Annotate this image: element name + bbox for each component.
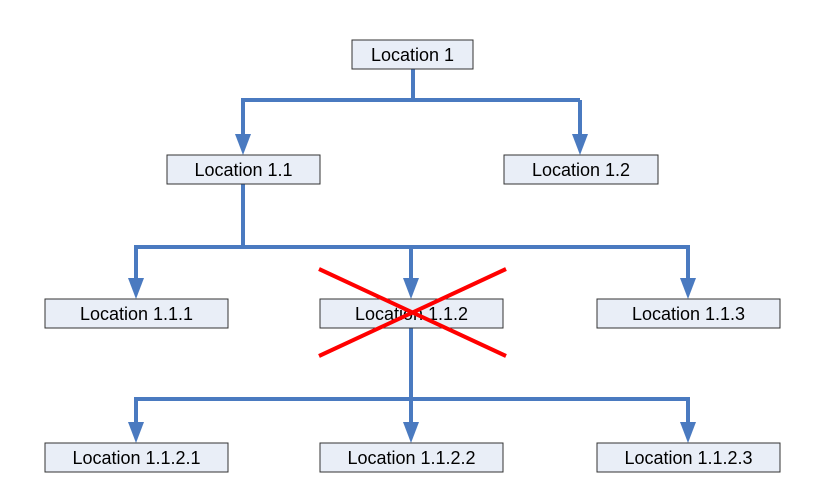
node-box xyxy=(596,442,781,473)
connectors-n112 xyxy=(128,328,696,443)
node-box xyxy=(596,298,781,329)
node-location-1-1-2-2[interactable]: Location 1.1.2.2 xyxy=(319,442,504,473)
node-box xyxy=(319,442,504,473)
node-location-1-1[interactable]: Location 1.1 xyxy=(166,154,321,185)
node-label: Location 1.1.2.1 xyxy=(72,448,200,468)
node-location-1-1-2-1[interactable]: Location 1.1.2.1 xyxy=(44,442,229,473)
arrowhead-n112 xyxy=(403,278,419,299)
node-box xyxy=(44,298,229,329)
cross-line-up xyxy=(318,267,507,358)
node-label: Location 1.1.3 xyxy=(632,304,745,324)
node-box xyxy=(503,154,659,185)
node-root[interactable]: Location 1 xyxy=(351,39,474,70)
node-location-1-1-2-3[interactable]: Location 1.1.2.3 xyxy=(596,442,781,473)
node-location-1-1-1[interactable]: Location 1.1.1 xyxy=(44,298,229,329)
arrowhead-n111 xyxy=(128,278,144,299)
arrowhead-n1122 xyxy=(403,422,419,443)
node-label: Location 1.1.1 xyxy=(80,304,193,324)
arrowhead-n113 xyxy=(680,278,696,299)
node-label: Location 1.1.2.2 xyxy=(347,448,475,468)
arrowhead-n1123 xyxy=(680,422,696,443)
node-label: Location 1.1.2.3 xyxy=(624,448,752,468)
node-box xyxy=(166,154,321,185)
node-box xyxy=(44,442,229,473)
arrowhead-n1121 xyxy=(128,422,144,443)
node-box xyxy=(351,39,474,70)
cross-out-mark xyxy=(318,267,507,358)
connectors-n11 xyxy=(128,184,696,299)
node-label: Location 1 xyxy=(371,45,454,65)
node-location-1-1-3[interactable]: Location 1.1.3 xyxy=(596,298,781,329)
connectors-root xyxy=(235,69,588,155)
arrowhead-n11 xyxy=(235,134,251,155)
arrowhead-n12 xyxy=(572,134,588,155)
node-location-1-2[interactable]: Location 1.2 xyxy=(503,154,659,185)
node-label: Location 1.1 xyxy=(194,160,292,180)
node-label: Location 1.2 xyxy=(532,160,630,180)
